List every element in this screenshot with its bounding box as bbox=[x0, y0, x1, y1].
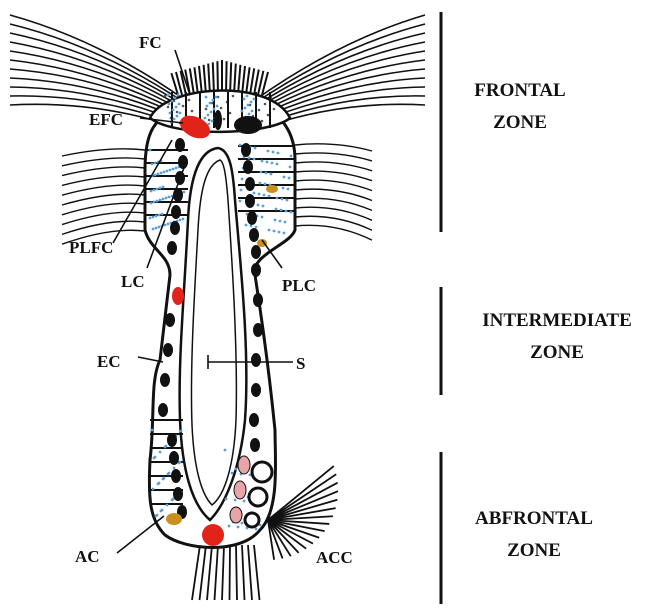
label-acc: ACC bbox=[316, 548, 353, 567]
red-cell-abfrontal bbox=[202, 524, 224, 546]
zone-frontal-line1: FRONTAL bbox=[474, 80, 565, 101]
latero-frontal-cilia-right bbox=[295, 144, 372, 240]
label-plfc: PLFC bbox=[69, 238, 113, 257]
ochre-cell-ac bbox=[166, 513, 182, 525]
label-ec: EC bbox=[97, 352, 121, 371]
label-fc: FC bbox=[139, 33, 162, 52]
zone-abfrontal-line2: ZONE bbox=[507, 540, 561, 561]
label-s: S bbox=[296, 354, 305, 373]
zone-intermediate-line1: INTERMEDIATE bbox=[482, 310, 632, 331]
label-ac: AC bbox=[75, 547, 100, 566]
zone-intermediate-line2: ZONE bbox=[530, 342, 584, 363]
label-efc: EFC bbox=[89, 110, 123, 129]
label-lc: LC bbox=[121, 272, 145, 291]
ochre-cell-plc-1 bbox=[266, 185, 278, 193]
label-plc: PLC bbox=[282, 276, 316, 295]
septum-sinus bbox=[180, 148, 247, 520]
latero-frontal-cilia-left bbox=[62, 149, 145, 244]
zone-frontal-line2: ZONE bbox=[493, 112, 547, 133]
zone-abfrontal-line1: ABFRONTAL bbox=[475, 508, 593, 529]
red-cell-intermediate bbox=[172, 287, 184, 305]
